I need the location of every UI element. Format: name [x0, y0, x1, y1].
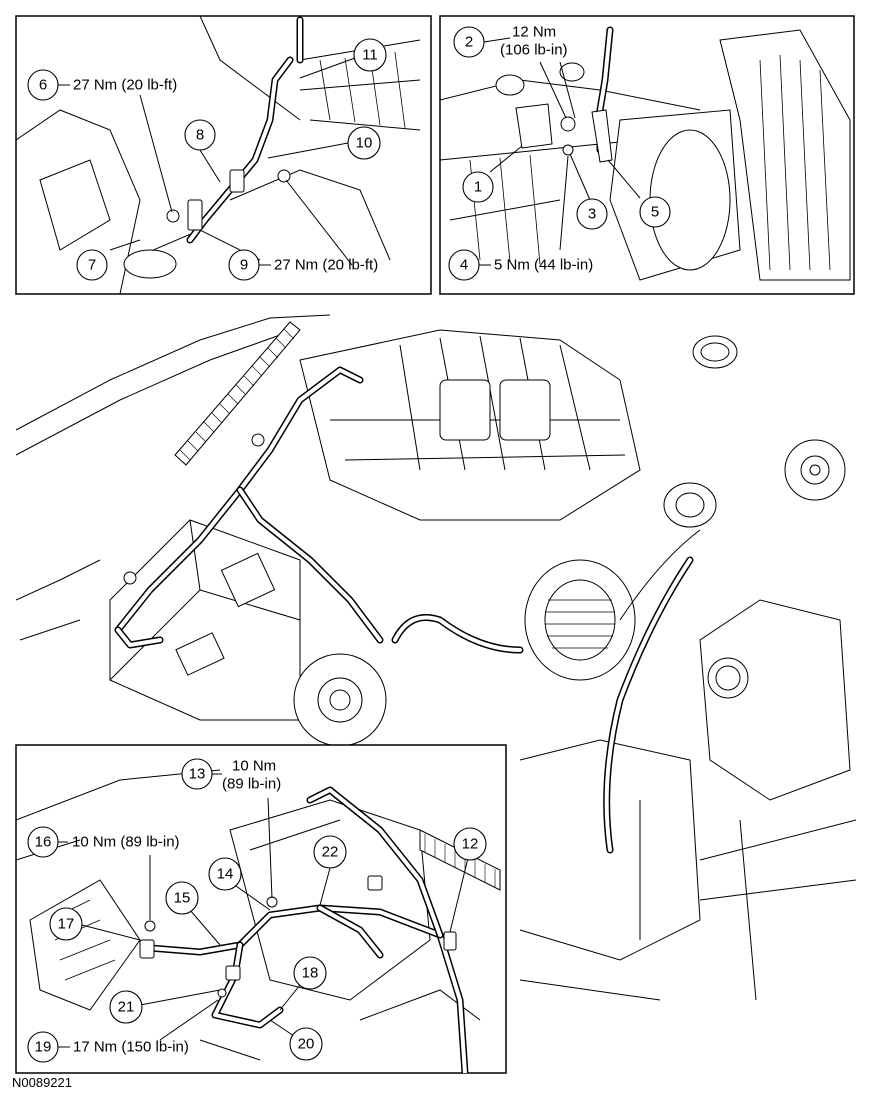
top-right-illustration	[440, 26, 851, 281]
callout-19-torque: 17 Nm (150 lb-in)	[73, 1039, 189, 1056]
callout-13-number: 13	[189, 766, 206, 783]
callout-3: 3	[576, 198, 608, 230]
callout-8: 8	[184, 119, 216, 151]
callout-18: 18	[293, 956, 327, 990]
callout-9: 9 27 Nm (20 lb-ft)	[228, 249, 378, 281]
callout-19-number: 19	[35, 1039, 52, 1056]
callout-5-number: 5	[651, 204, 659, 221]
battery	[109, 519, 301, 721]
callout-16-torque: 10 Nm (89 lb-in)	[72, 834, 180, 851]
coolant-reservoir	[699, 599, 851, 801]
callout-15: 15	[165, 881, 199, 915]
callout-4-torque: 5 Nm (44 lb-in)	[494, 257, 593, 274]
callout-13: 13 10 Nm (89 lb-in)	[181, 758, 281, 793]
callout-2: 2 12 Nm (106 lb-in)	[453, 24, 568, 59]
callout-18-number: 18	[302, 965, 319, 982]
callout-4: 4 5 Nm (44 lb-in)	[448, 249, 593, 281]
callout-6-torque: 27 Nm (20 lb-ft)	[73, 77, 177, 94]
callout-16-number: 16	[35, 834, 52, 851]
main-engine-bay-view	[16, 314, 856, 1001]
callout-7-number: 7	[88, 257, 96, 274]
crankshaft-pulley	[293, 653, 387, 747]
callout-14: 14	[208, 857, 242, 891]
callout-12: 12	[453, 827, 487, 861]
callout-10: 10	[347, 126, 381, 160]
callout-13-torque-imperial: (89 lb-in)	[222, 776, 281, 793]
oil-filler-cap	[692, 335, 738, 369]
callout-19: 19 17 Nm (150 lb-in)	[27, 1031, 189, 1063]
callout-2-torque-imperial: (106 lb-in)	[500, 42, 568, 59]
intake-manifold	[299, 329, 641, 521]
callout-9-number: 9	[240, 257, 248, 274]
callout-22-number: 22	[322, 844, 339, 861]
throttle-body	[663, 482, 717, 528]
callout-1: 1	[462, 171, 494, 203]
callout-22: 22	[313, 835, 347, 869]
callout-6: 6 27 Nm (20 lb-ft)	[27, 69, 177, 101]
callout-5: 5	[639, 196, 671, 228]
callout-20-number: 20	[298, 1036, 315, 1053]
callout-8-number: 8	[196, 127, 204, 144]
callout-17-number: 17	[58, 916, 75, 933]
callout-7: 7	[76, 249, 108, 281]
callout-2-number: 2	[465, 34, 473, 51]
callout-12-number: 12	[462, 836, 479, 853]
callout-4-number: 4	[460, 257, 468, 274]
callout-21-number: 21	[118, 999, 135, 1016]
callout-15-number: 15	[174, 890, 191, 907]
callout-6-number: 6	[39, 77, 47, 94]
callout-13-torque: 10 Nm	[232, 758, 276, 775]
main-harness	[114, 366, 524, 654]
callout-17: 17	[49, 907, 83, 941]
callout-11: 11	[353, 38, 387, 72]
callout-20: 20	[289, 1027, 323, 1061]
bottom-panel	[15, 744, 507, 1074]
corrugated-conduit	[174, 321, 301, 466]
callout-2-torque: 12 Nm	[512, 24, 556, 41]
callout-21: 21	[109, 990, 143, 1024]
bottom-leaders	[81, 797, 469, 1041]
top-right-leaders	[489, 61, 641, 251]
callout-3-number: 3	[588, 206, 596, 223]
top-left-illustration	[16, 16, 421, 294]
callout-16: 16 10 Nm (89 lb-in)	[27, 826, 180, 858]
generator	[524, 559, 636, 681]
callout-1-number: 1	[474, 179, 482, 196]
callout-14-number: 14	[217, 866, 234, 883]
callout-11-number: 11	[362, 47, 378, 64]
callout-9-torque: 27 Nm (20 lb-ft)	[274, 257, 378, 274]
figure-id: N0089221	[12, 1075, 72, 1090]
callout-10-number: 10	[356, 135, 373, 152]
front-structure	[519, 739, 856, 1001]
accessory-pulley	[784, 439, 846, 501]
